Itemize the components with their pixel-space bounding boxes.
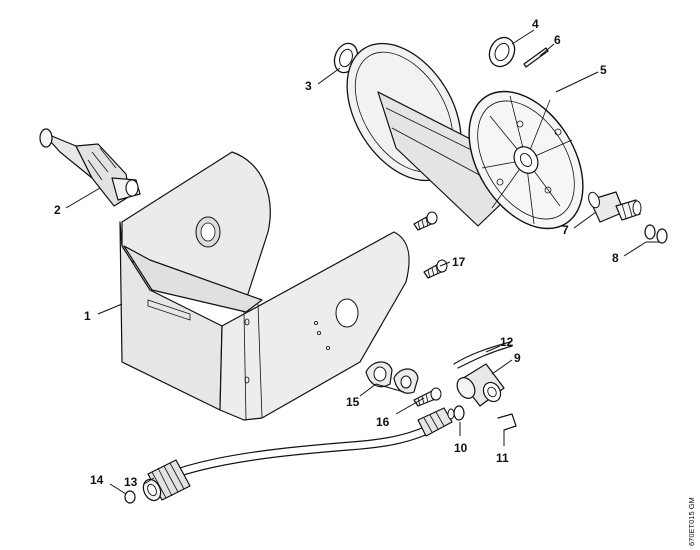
part-hose	[175, 407, 455, 477]
part-pin	[523, 47, 549, 68]
callout-3: 3	[305, 79, 312, 93]
callout-8: 8	[612, 251, 619, 265]
part-clip-11	[497, 413, 517, 431]
part-washer-4	[488, 36, 516, 68]
callout-11: 11	[496, 451, 509, 465]
callout-13: 13	[124, 475, 138, 489]
callout-2: 2	[54, 203, 61, 217]
part-o-ring-10	[453, 405, 465, 421]
part-rotary-fitting	[588, 191, 642, 223]
callout-9: 9	[514, 351, 521, 365]
callout-6: 6	[554, 33, 561, 47]
callout-14: 14	[90, 473, 104, 487]
callout-4: 4	[532, 17, 539, 31]
callout-10: 10	[454, 441, 468, 455]
part-guide	[39, 128, 141, 207]
callout-1: 1	[84, 309, 91, 323]
part-clip-12	[453, 341, 513, 369]
part-mounting-bracket	[119, 151, 410, 421]
part-nut-13	[142, 459, 191, 502]
part-screws-17	[413, 211, 448, 279]
part-hose-clamps	[365, 361, 419, 394]
part-screw-16	[413, 387, 442, 407]
callout-7: 7	[562, 223, 569, 237]
part-o-rings-8	[644, 224, 668, 244]
part-swivel-coupling	[456, 363, 505, 407]
callout-12: 12	[500, 335, 514, 349]
callout-15: 15	[346, 395, 360, 409]
part-o-ring-14	[124, 490, 136, 504]
callout-17: 17	[452, 255, 466, 269]
drawing-code: 670ET015 GM	[687, 497, 696, 546]
callout-16: 16	[376, 415, 390, 429]
part-hose-reel	[346, 42, 584, 230]
callout-labels: 1 2 3 4 5 6 7 8 9 10 11 12 13 14 15 16 1…	[54, 17, 619, 489]
leader-lines	[65, 29, 660, 495]
callout-5: 5	[600, 63, 607, 77]
